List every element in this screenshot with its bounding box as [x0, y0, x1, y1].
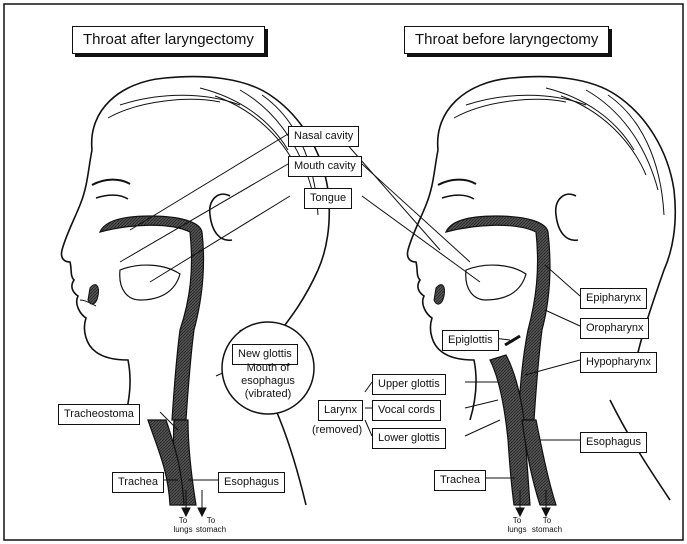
- frame-border: [4, 4, 683, 540]
- right-airway: [434, 216, 556, 505]
- label-epipharynx: Epipharynx: [580, 288, 647, 309]
- label-trachea-right: Trachea: [434, 470, 486, 491]
- label-tongue: Tongue: [304, 188, 352, 209]
- label-esophagus-left: Esophagus: [218, 472, 285, 493]
- caption-to-lungs-right: To lungs: [504, 516, 530, 534]
- flow-arrows: [182, 490, 550, 516]
- label-mouth-cavity: Mouth cavity: [288, 156, 362, 177]
- title-after-laryngectomy: Throat after laryngectomy: [72, 26, 265, 54]
- label-lower-glottis: Lower glottis: [372, 428, 446, 449]
- label-larynx: Larynx: [318, 400, 363, 421]
- label-vocal-cords: Vocal cords: [372, 400, 441, 421]
- label-esophagus-right: Esophagus: [580, 432, 647, 453]
- label-hypopharynx: Hypopharynx: [580, 352, 657, 373]
- title-before-laryngectomy: Throat before laryngectomy: [404, 26, 609, 54]
- caption-to-stomach-left: To stomach: [194, 516, 228, 534]
- label-mouth-of-esophagus: Mouth of esophagus (vibrated): [230, 362, 306, 401]
- caption-to-stomach-right: To stomach: [530, 516, 564, 534]
- label-upper-glottis: Upper glottis: [372, 374, 446, 395]
- caption-to-lungs-left: To lungs: [170, 516, 196, 534]
- label-epiglottis: Epiglottis: [442, 330, 499, 351]
- label-nasal-cavity: Nasal cavity: [288, 126, 359, 147]
- label-removed: (removed): [312, 424, 362, 437]
- label-oropharynx: Oropharynx: [580, 318, 649, 339]
- label-trachea-left: Trachea: [112, 472, 164, 493]
- label-tracheostoma: Tracheostoma: [58, 404, 140, 425]
